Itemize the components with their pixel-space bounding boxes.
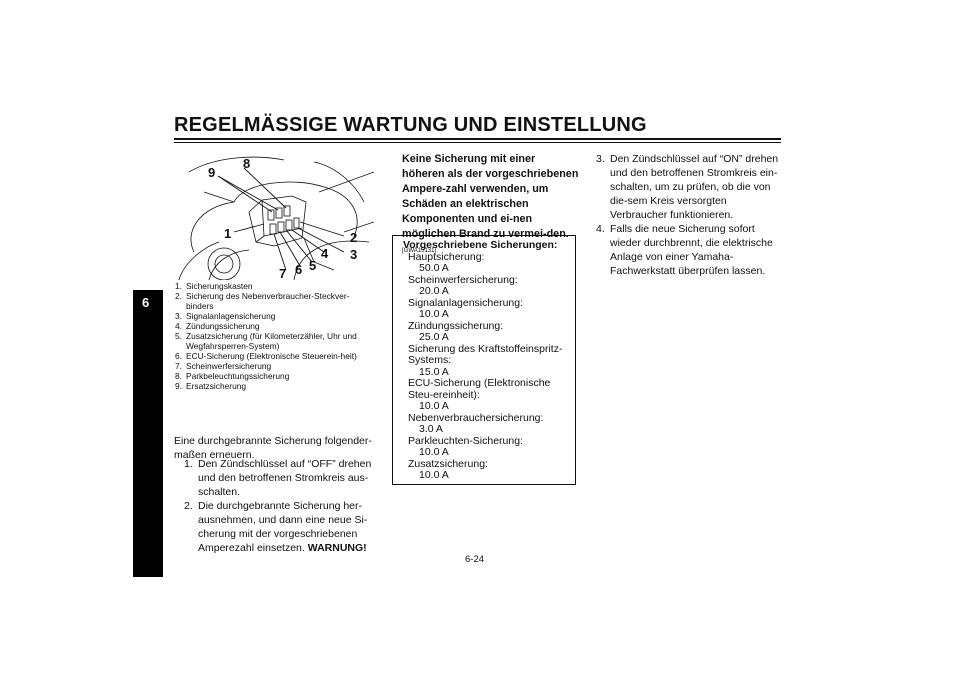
- fuse-label: ECU-Sicherung (Elektronische Steu-ereinh…: [408, 377, 551, 401]
- fuse-value: 10.0 A: [419, 400, 449, 412]
- procedure-steps: 1.Den Zündschlüssel auf “OFF” drehen und…: [184, 457, 376, 555]
- page-title: REGELMÄSSIGE WARTUNG UND EINSTELLUNG: [174, 114, 647, 136]
- warning-text: Keine Sicherung mit einer höheren als de…: [402, 153, 579, 254]
- step-item: 2.Die durchgebrannte Sicherung her-ausne…: [184, 500, 368, 554]
- fuse-label: Hauptsicherung:: [408, 250, 485, 263]
- fuse-label: Parkleuchten-Sicherung:: [408, 434, 523, 447]
- legend-item: 4.Zündungssicherung: [175, 321, 260, 331]
- step-item: 4.Falls die neue Sicherung sofort wieder…: [596, 223, 773, 277]
- fuse-value: 10.0 A: [419, 308, 449, 320]
- callout-1: 1: [224, 226, 231, 241]
- callout-9: 9: [208, 165, 215, 180]
- fuse-spec-box: Vorgeschriebene Sicherungen: Hauptsicher…: [392, 235, 576, 485]
- callout-7: 7: [279, 266, 286, 280]
- fuse-box-illustration: 1 2 3 4 5 6 7 8 9: [178, 156, 374, 280]
- fuse-label: Zusatzsicherung:: [408, 457, 488, 470]
- legend-item: 5.Zusatzsicherung (für Kilometerzähler, …: [175, 331, 357, 351]
- fuse-value: 25.0 A: [419, 331, 449, 343]
- fuse-label: Sicherung des Kraftstoffeinspritz-System…: [408, 342, 563, 366]
- page-number: 6-24: [465, 554, 485, 565]
- fuse-label: Zündungssicherung:: [408, 319, 504, 332]
- chapter-tab: 6: [133, 290, 163, 577]
- legend-item: 6.ECU-Sicherung (Elektronische Steuerein…: [175, 351, 357, 361]
- callout-6: 6: [295, 262, 302, 277]
- callout-2: 2: [350, 230, 357, 245]
- step-item: 1.Den Zündschlüssel auf “OFF” drehen und…: [184, 458, 372, 498]
- warning-code: [GWA15131]: [402, 248, 437, 254]
- legend-item: 3.Signalanlagensicherung: [175, 311, 276, 321]
- fuse-value: 10.0 A: [419, 446, 449, 458]
- figure-legend: 1.Sicherungskasten 2.Sicherung des Neben…: [175, 281, 375, 391]
- title-rule-thin: [174, 142, 781, 143]
- intro-paragraph: Eine durchgebrannte Sicherung folgender-…: [174, 435, 372, 461]
- callout-5: 5: [309, 258, 316, 273]
- fuse-label: Scheinwerfersicherung:: [408, 273, 518, 286]
- right-column-steps: 3.Den Zündschlüssel auf “ON” drehen und …: [596, 152, 782, 278]
- callout-3: 3: [350, 247, 357, 262]
- fuse-value: 15.0 A: [419, 365, 449, 378]
- step-item: 3.Den Zündschlüssel auf “ON” drehen und …: [596, 153, 779, 221]
- title-rule: [174, 138, 781, 140]
- callout-8: 8: [243, 156, 250, 171]
- chapter-number: 6: [142, 295, 150, 310]
- fuse-value: 50.0 A: [419, 262, 449, 274]
- fuse-label: Nebenverbrauchersicherung:: [408, 411, 544, 424]
- fuse-value: 3.0 A: [419, 423, 443, 435]
- fuse-value: 10.0 A: [419, 469, 449, 481]
- fuse-spec-heading: Vorgeschriebene Sicherungen:: [403, 239, 558, 251]
- legend-item: 2.Sicherung des Nebenverbraucher-Steckve…: [175, 291, 350, 311]
- legend-item: 1.Sicherungskasten: [175, 281, 253, 291]
- legend-item: 8.Parkbeleuchtungssicherung: [175, 371, 290, 381]
- legend-item: 9.Ersatzsicherung: [175, 381, 247, 391]
- warning-label: WARNUNG!: [307, 542, 367, 554]
- legend-item: 7.Scheinwerfersicherung: [175, 361, 272, 371]
- callout-4: 4: [321, 246, 329, 261]
- fuse-value: 20.0 A: [419, 285, 449, 297]
- fuse-label: Signalanlagensicherung:: [408, 296, 524, 309]
